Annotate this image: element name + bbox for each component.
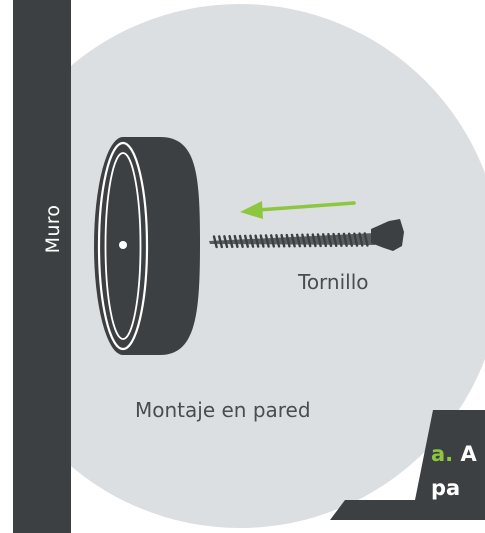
caption-line-1: a. A — [431, 437, 485, 471]
wall-label: Muro — [42, 204, 64, 254]
screw — [209, 219, 404, 251]
step-number: a. — [431, 442, 454, 466]
direction-arrow — [240, 201, 356, 219]
caption-line-1-text: A — [460, 442, 477, 466]
caption-panel — [330, 410, 485, 520]
wall — [13, 0, 71, 533]
mount-label: Montaje en pared — [135, 398, 311, 422]
left-margin — [0, 0, 13, 533]
background-circle — [0, 4, 485, 528]
screw-label: Tornillo — [298, 270, 369, 294]
wall-mount-puck — [94, 137, 200, 355]
caption-line-2: pa — [431, 476, 461, 500]
step-caption: a. A pa — [431, 437, 485, 505]
screw-hole — [119, 241, 127, 249]
